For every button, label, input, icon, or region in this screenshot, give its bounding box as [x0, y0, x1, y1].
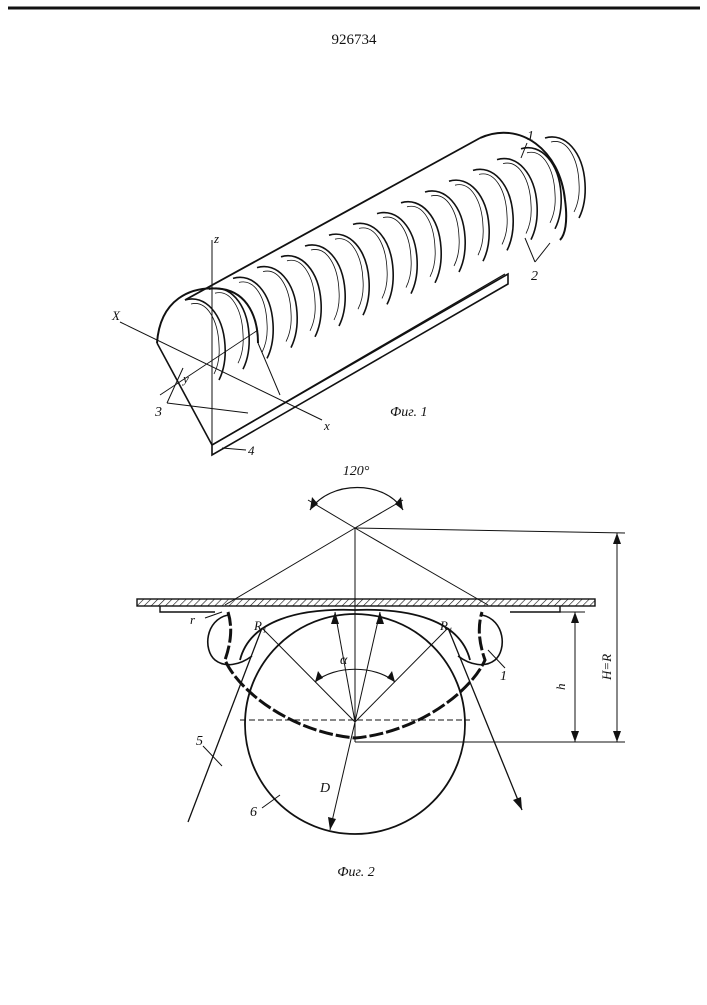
fig1-label-axis-y: y	[181, 371, 189, 386]
fig1-label-2: 2	[531, 269, 538, 284]
fig2-label-6: 6	[250, 805, 257, 820]
fig2-label-h: h	[553, 684, 568, 691]
fig1-label-4: 4	[248, 443, 255, 458]
fig2-drawing: 120° α	[137, 464, 625, 880]
fig1-rib	[521, 148, 561, 229]
fig2-label-R1-left: R₁	[253, 618, 266, 633]
fig1-rib	[353, 223, 393, 304]
fig2-caption: Фиг. 2	[337, 865, 375, 880]
fig2-dim-h-arrow-bottom	[571, 731, 579, 742]
fig1-top-contour	[185, 138, 480, 300]
fig2-diameter-arrow	[328, 817, 336, 830]
fig2-plate-step-right	[510, 606, 560, 612]
fig1-rib	[497, 159, 537, 240]
fig2-label-r: r	[190, 612, 196, 627]
fig1-rib	[329, 234, 369, 315]
fig2-alpha-arrow-left	[315, 671, 323, 682]
fig2-leader-5	[203, 746, 222, 766]
fig2-angle-arc	[310, 488, 403, 511]
fig1-label-3: 3	[154, 405, 162, 420]
fig2-ray-left	[225, 528, 355, 605]
fig2-radius-arrow-left	[331, 612, 339, 624]
fig1-leader-1	[521, 143, 527, 158]
fig2-label-H: H=R	[599, 654, 614, 681]
fig1-flange	[212, 274, 508, 455]
fig1-rib	[377, 213, 417, 294]
fig1-label-axis-z: z	[213, 231, 219, 246]
fig1-label-axis-x-left: X	[111, 308, 121, 323]
fig1-base-edge-back	[258, 343, 280, 395]
fig2-label-R1-right: R₁	[439, 618, 452, 633]
patent-number: 926734	[332, 32, 378, 48]
fig2-diameter-line	[330, 722, 355, 830]
fig1-rib	[281, 256, 321, 337]
fig1-drawing: z X x y 3 4 1 2 Фиг. 1	[111, 129, 585, 458]
fig2-dim-h-arrow-top	[571, 612, 579, 623]
fig1-leader-2b	[535, 243, 550, 262]
fig1-rib	[449, 180, 489, 261]
fig1-rib	[425, 191, 465, 272]
fig1-rib	[401, 202, 441, 283]
fig1-rib	[233, 277, 273, 358]
fig1-rib	[257, 267, 297, 348]
fig2-ray-left-short	[308, 500, 355, 528]
fig2-dim-H-arrow-bottom	[613, 731, 621, 742]
fig2-dim-H-arrow-top	[613, 533, 621, 544]
fig1-leader-3b	[167, 403, 248, 413]
fig1-label-1: 1	[527, 129, 534, 144]
fig2-label-D: D	[319, 781, 330, 796]
fig1-label-axis-x-right: x	[323, 418, 330, 433]
fig2-top-dim-line	[355, 528, 625, 533]
fig2-label-5: 5	[196, 734, 203, 749]
fig1-rib	[185, 299, 225, 380]
fig1-base-long-edge	[212, 274, 505, 445]
fig2-alpha-ray-right	[355, 628, 448, 722]
fig2-ray-right	[355, 528, 488, 605]
fig2-alpha-arrow-right	[387, 671, 395, 682]
fig1-rib	[473, 169, 513, 250]
fig1-axis-x	[120, 322, 322, 420]
fig2-plate	[137, 599, 595, 606]
fig2-plate-step-left	[160, 606, 215, 612]
fig1-rib	[305, 245, 345, 326]
fig1-leader-4	[222, 448, 246, 450]
fig2-angle-label: 120°	[343, 464, 370, 479]
fig2-leader-1	[488, 650, 505, 668]
fig1-caption: Фиг. 1	[390, 405, 428, 420]
fig2-alpha-ray-left	[262, 628, 355, 722]
fig2-ray-right-short	[355, 500, 403, 528]
fig2-tangent-arrow	[513, 797, 522, 810]
fig1-base-edge-front	[157, 343, 212, 445]
fig2-radius-up-right	[355, 612, 380, 722]
fig1-leader-2a	[525, 238, 535, 262]
fig2-leader-r	[205, 612, 222, 618]
fig2-label-1: 1	[500, 669, 507, 684]
